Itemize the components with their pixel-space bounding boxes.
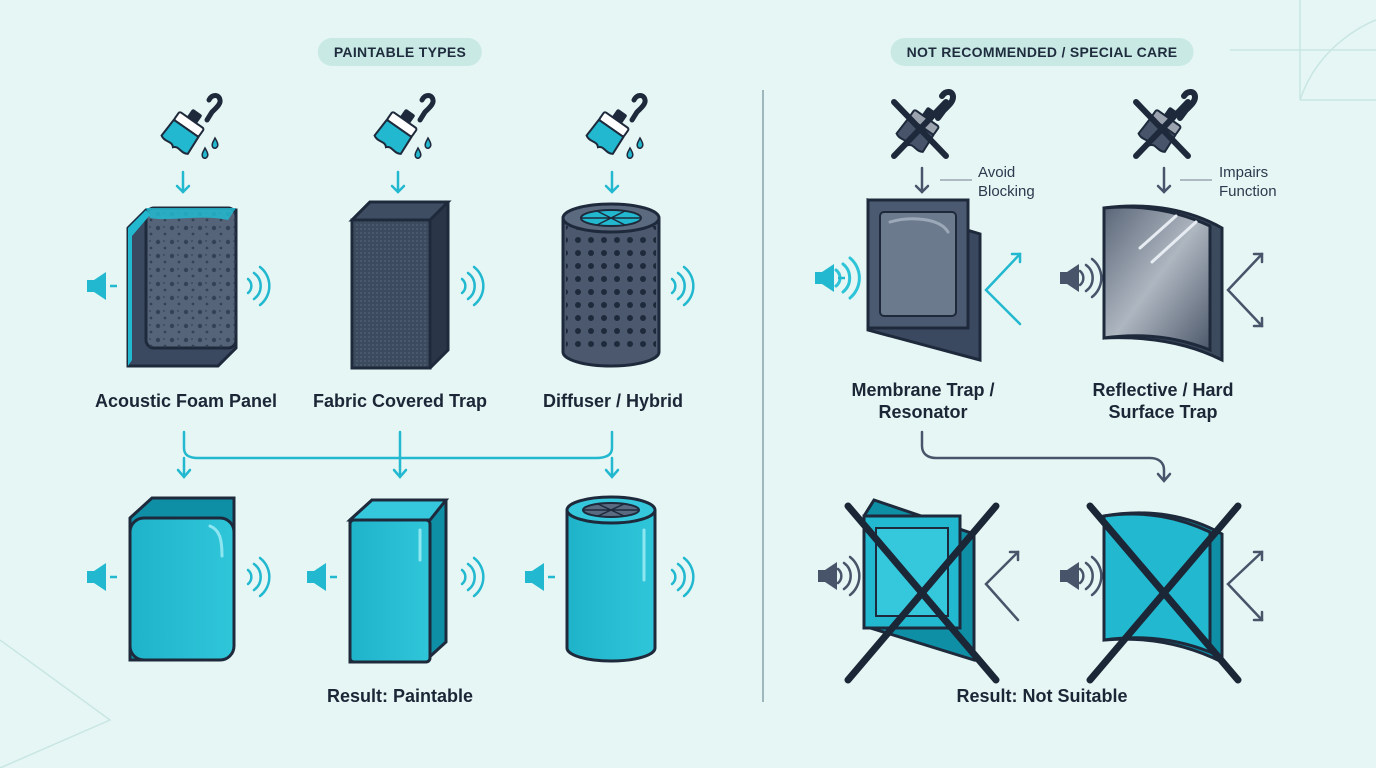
down-arrow-icon xyxy=(175,170,191,194)
reflect-arrow-icon xyxy=(1226,252,1264,328)
item-label-line: Resonator xyxy=(878,402,968,422)
sound-wave-icon xyxy=(1078,555,1103,597)
item-label: Reflective / Hard Surface Trap xyxy=(1092,379,1233,423)
painted-diffuser-icon xyxy=(565,495,657,663)
speaker-icon xyxy=(813,262,847,294)
item-label-line: Membrane Trap / xyxy=(851,380,995,400)
item-note: Impairs Function xyxy=(1219,163,1277,201)
speaker-icon xyxy=(85,270,119,302)
reflective-surface-trap-icon xyxy=(1102,204,1224,363)
item-label: Acoustic Foam Panel xyxy=(94,391,278,411)
connector-lines xyxy=(176,430,620,479)
reflect-arrow-icon xyxy=(984,252,1022,326)
not-recommended-section-title: NOT RECOMMENDED / SPECIAL CARE xyxy=(890,38,1194,66)
paintable-section-title: PAINTABLE TYPES xyxy=(317,38,483,66)
speaker-icon xyxy=(305,561,339,593)
painted-fabric-trap-icon xyxy=(346,498,450,664)
item-label-line: Surface Trap xyxy=(1108,402,1218,422)
down-arrow-icon xyxy=(1156,166,1172,194)
item-note-line: Function xyxy=(1219,183,1277,200)
painted-foam-panel-icon xyxy=(128,496,236,662)
paint-brush-icon xyxy=(585,96,645,159)
down-arrow-icon xyxy=(604,170,620,194)
cross-mark-icon xyxy=(844,502,1000,684)
cross-mark-icon xyxy=(1086,502,1242,684)
item-note-line: Impairs xyxy=(1219,164,1269,181)
paint-brush-icon xyxy=(160,96,220,159)
paintable-result: Result: Paintable xyxy=(326,686,474,706)
sound-wave-icon xyxy=(670,556,695,598)
not-suitable-result: Result: Not Suitable xyxy=(956,686,1128,706)
down-arrow-icon xyxy=(390,170,406,194)
sound-wave-icon xyxy=(670,265,695,307)
reflect-arrow-icon xyxy=(1226,550,1264,622)
connector-line-right xyxy=(920,430,1172,483)
item-note-line: Blocking xyxy=(978,183,1035,200)
crossed-brush-icon xyxy=(894,92,953,156)
speaker-icon xyxy=(1060,562,1079,590)
sound-wave-icon xyxy=(246,556,271,598)
item-label: Fabric Covered Trap xyxy=(312,391,488,411)
sound-wave-icon xyxy=(460,556,485,598)
crossed-brush-icon xyxy=(1136,92,1195,156)
speaker-icon xyxy=(85,561,119,593)
acoustic-foam-panel-icon xyxy=(126,206,238,368)
item-note: Avoid Blocking xyxy=(978,163,1035,201)
item-label: Diffuser / Hybrid xyxy=(542,391,684,411)
section-divider xyxy=(762,90,764,702)
membrane-trap-icon xyxy=(866,197,982,362)
item-note-line: Avoid xyxy=(978,164,1016,181)
speaker-icon xyxy=(818,562,837,590)
item-label: Membrane Trap / Resonator xyxy=(851,379,994,423)
speaker-icon xyxy=(1060,264,1079,292)
reflect-arrow-icon xyxy=(984,550,1020,622)
diffuser-hybrid-icon xyxy=(561,202,661,368)
sound-wave-icon xyxy=(460,265,485,307)
paint-brush-icon xyxy=(373,96,433,159)
item-label-line: Reflective / Hard xyxy=(1092,380,1234,400)
sound-wave-icon xyxy=(836,555,861,597)
down-arrow-icon xyxy=(914,166,930,194)
sound-wave-icon xyxy=(246,265,271,307)
fabric-covered-trap-icon xyxy=(348,200,452,370)
sound-wave-icon xyxy=(1078,257,1103,299)
speaker-icon xyxy=(523,561,557,593)
